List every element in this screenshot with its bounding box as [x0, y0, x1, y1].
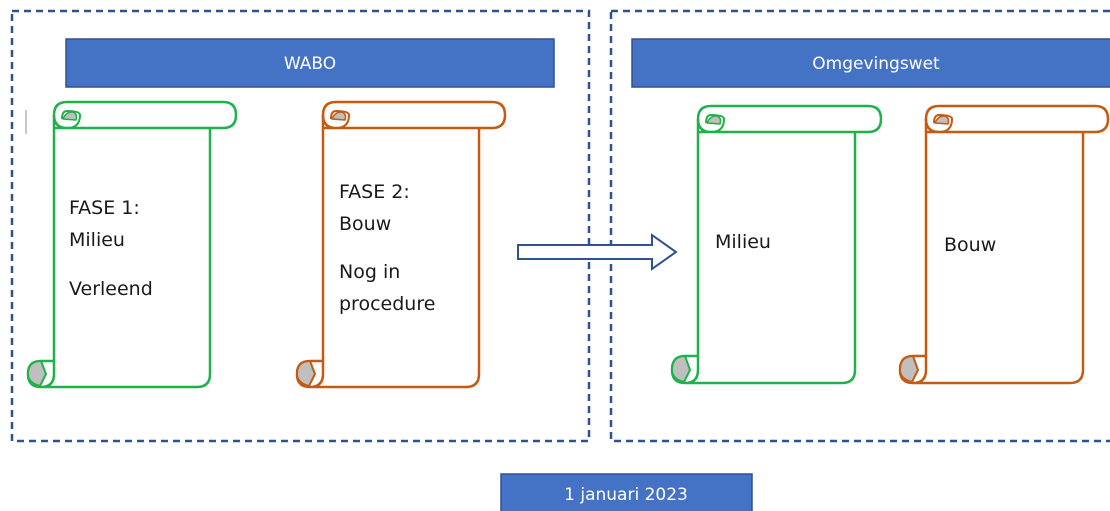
wabo-title: WABO — [284, 54, 336, 74]
transition-arrow — [517, 233, 678, 271]
omgevingswet-bouw-scroll — [898, 104, 1110, 385]
phase2-line2: Bouw — [339, 213, 391, 235]
omgevingswet-milieu-scroll — [670, 104, 883, 385]
phase2-status-line1: Nog in — [339, 261, 400, 283]
omgevingswet-title: Omgevingswet — [812, 54, 940, 74]
wabo-banner: WABO — [65, 38, 555, 88]
wabo-section-box — [10, 9, 591, 443]
phase1-line2: Milieu — [69, 229, 125, 251]
omgevingswet-section-box — [609, 9, 1110, 443]
omgevingswet-bouw-label: Bouw — [944, 234, 996, 256]
transition-date: 1 januari 2023 — [564, 485, 688, 505]
phase1-status: Verleend — [69, 278, 153, 300]
date-banner: 1 januari 2023 — [500, 473, 753, 511]
wabo-bouw-scroll — [295, 100, 507, 389]
omgevingswet-banner: Omgevingswet — [631, 38, 1110, 88]
phase2-line1: FASE 2: — [339, 181, 410, 203]
phase2-status-line2: procedure — [339, 293, 435, 315]
phase1-line1: FASE 1: — [69, 197, 140, 219]
wabo-milieu-scroll — [26, 100, 238, 389]
omgevingswet-milieu-label: Milieu — [715, 231, 771, 253]
